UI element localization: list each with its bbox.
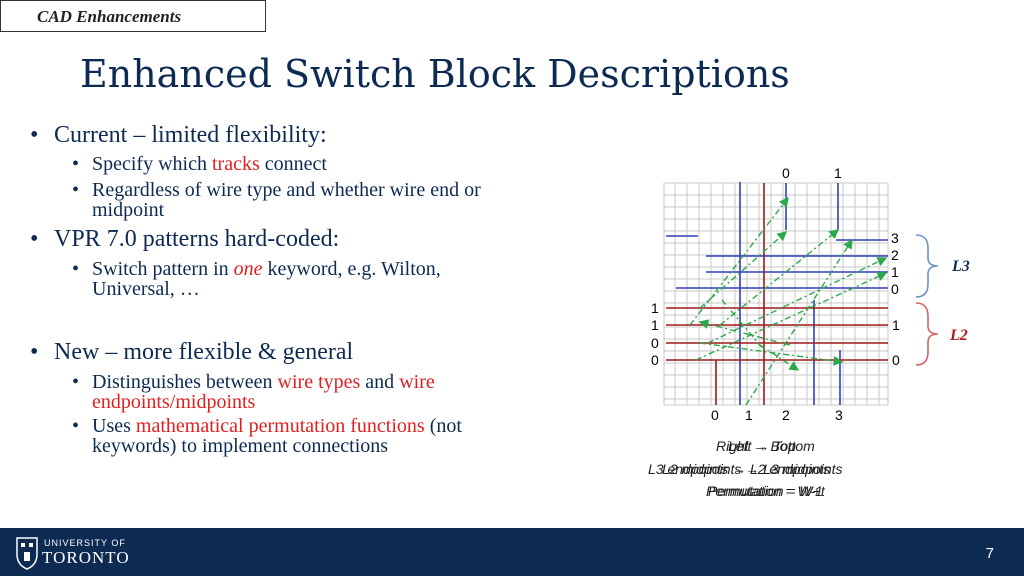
bullet-switch-pattern: Switch pattern in one keyword, e.g. Wilt… (92, 259, 441, 279)
bullet-current: Current – limited flexibility: (54, 122, 327, 148)
bullet-dot: • (72, 258, 80, 280)
highlight-text: tracks (211, 153, 260, 175)
bottom-label-3: 3 (835, 407, 843, 423)
top-label-1: 1 (834, 165, 842, 181)
text: keyword, e.g. Wilton, (262, 258, 441, 280)
bullet-dot: • (72, 415, 80, 437)
grid (663, 182, 889, 406)
text: Distinguishes between (92, 371, 278, 393)
bottom-label-2: 2 (782, 407, 790, 423)
left-label-c: 0 (651, 335, 659, 351)
caption-line1-a: Right → Bottom (716, 438, 815, 454)
highlight-text: wire types (277, 371, 361, 393)
switch-connections (689, 196, 888, 406)
bottom-label-0: 0 (711, 407, 719, 423)
left-label-a: 1 (651, 300, 659, 316)
bullet-switch-pattern-cont: Universal, … (92, 278, 200, 300)
section-tag: CAD Enhancements (0, 0, 266, 32)
l2-brace (915, 302, 939, 366)
caption-line2-b: L2 midpoints → L3 midpoints (662, 461, 843, 477)
bullet-regardless: Regardless of wire type and whether wire… (92, 179, 481, 201)
bullet-vpr: VPR 7.0 patterns hard-coded: (54, 226, 340, 252)
page-number: 7 (985, 545, 994, 562)
right-label-1: 1 (891, 264, 899, 280)
right-lower-label-1: 1 (892, 317, 900, 333)
text: (not (424, 415, 462, 437)
highlight-text: mathematical permutation functions (135, 415, 425, 437)
footer-bar (0, 528, 1024, 576)
text: and (360, 371, 400, 393)
highlight-text: wire (399, 371, 435, 393)
bullet-new: New – more flexible & general (54, 339, 354, 365)
bullet-dot: • (72, 179, 80, 201)
text: Specify which (92, 153, 212, 175)
highlight-text: one (233, 258, 263, 280)
bottom-label-1: 1 (745, 407, 753, 423)
bullet-uses-cont: keywords) to implement connections (92, 435, 389, 457)
l2-label: L2 (950, 327, 968, 344)
bullet-dot: • (30, 226, 39, 252)
caption-line3-a: Permutation = W-1 (706, 483, 823, 499)
caption-line1-b: Left → Top (728, 438, 796, 454)
caption-line3-b: Permutation = W+t (708, 483, 825, 499)
bullet-distinguishes-cont: endpoints/midpoints (92, 391, 256, 413)
bullet-uses: Uses mathematical permutation functions … (92, 416, 462, 436)
left-label-b: 1 (651, 317, 659, 333)
bullet-distinguishes: Distinguishes between wire types and wir… (92, 372, 435, 392)
right-lower-label-0: 0 (892, 352, 900, 368)
bullet-dot: • (30, 339, 39, 365)
l3-brace (915, 234, 939, 298)
university-small-text: UNIVERSITY OF (44, 538, 126, 548)
crest-icon (16, 537, 38, 570)
bullet-specify-tracks: Specify which tracks connect (92, 154, 327, 174)
l3-label: L3 (952, 258, 970, 275)
bullet-dot: • (72, 371, 80, 393)
right-label-0: 0 (891, 281, 899, 297)
right-label-2: 2 (891, 247, 899, 263)
bullet-dot: • (72, 153, 80, 175)
university-big-text: TORONTO (42, 548, 130, 567)
switch-block-diagram: 0 1 0 1 2 3 3 2 1 0 1 0 1 1 0 0 (651, 165, 939, 423)
right-label-3: 3 (891, 230, 899, 246)
text: Switch pattern in (92, 258, 234, 280)
slide-title: Enhanced Switch Block Descriptions (80, 52, 790, 96)
text: Uses (92, 415, 136, 437)
text: connect (259, 153, 327, 175)
left-label-d: 0 (651, 352, 659, 368)
top-label-0: 0 (782, 165, 790, 181)
l3-wires (666, 182, 888, 405)
caption-line2-a: L3 endpoints → L2 endpoints (648, 461, 831, 477)
bullet-regardless-cont: midpoint (92, 199, 165, 221)
bullet-dot: • (30, 122, 39, 148)
